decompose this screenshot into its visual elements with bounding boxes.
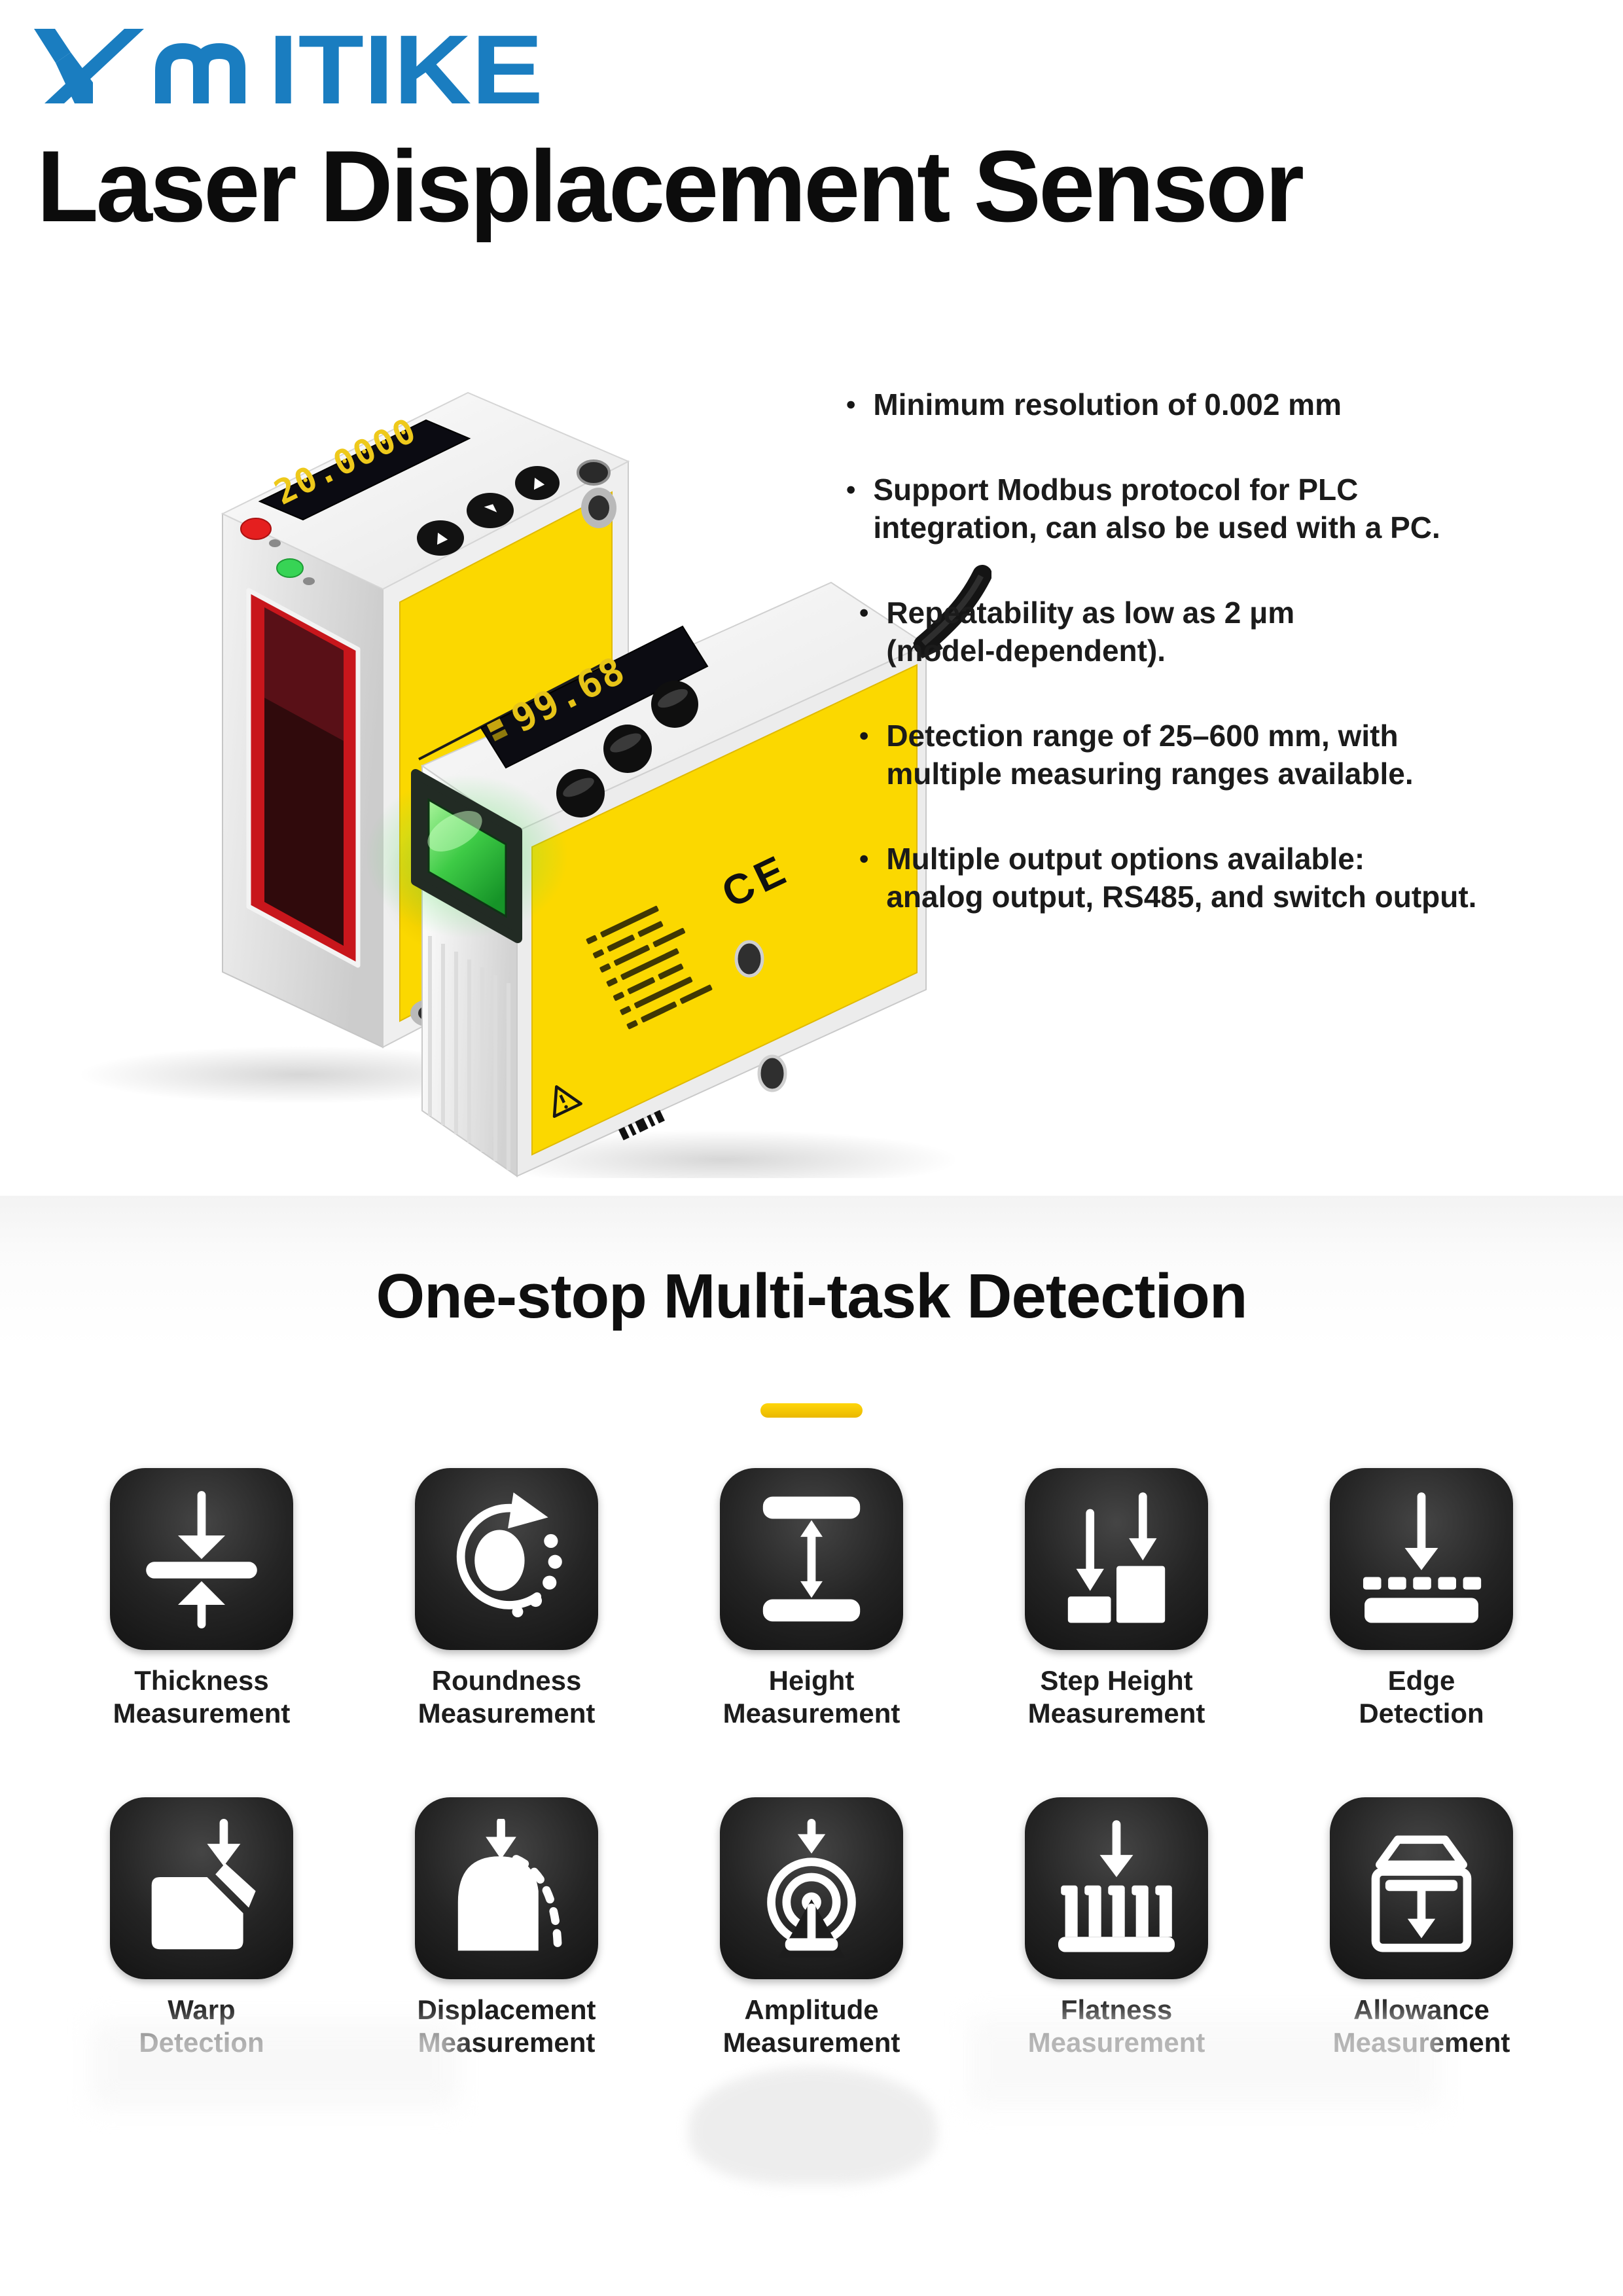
flatness-icon xyxy=(1058,1820,1175,1952)
feature-line: Repeatability as low as 2 μm xyxy=(886,595,1295,630)
bullet-icon: ● xyxy=(859,601,870,622)
faded-artifact xyxy=(688,2067,937,2185)
faded-artifact xyxy=(92,2022,458,2108)
feature-item: ● Detection range of 25–600 mm, with mul… xyxy=(846,717,1611,793)
laser-window-red xyxy=(246,588,361,968)
roundness-icon xyxy=(456,1492,562,1618)
feature-line: Detection range of 25–600 mm, with xyxy=(886,718,1399,753)
brand-monogram-icon xyxy=(34,29,144,103)
faded-artifact xyxy=(969,2016,1440,2108)
bullet-icon: ● xyxy=(859,725,870,745)
capability-cell: AllowanceMeasurement xyxy=(1330,1797,1513,2060)
feature-item: ● Support Modbus protocol for PLC integr… xyxy=(846,471,1611,547)
feature-line: (model-dependent). xyxy=(886,633,1166,668)
bullet-icon: ● xyxy=(846,478,857,499)
section-title: One-stop Multi-task Detection xyxy=(376,1261,1247,1331)
led-red xyxy=(240,518,272,540)
feature-line: analog output, RS485, and switch output. xyxy=(886,879,1477,914)
feature-line: integration, can also be used with a PC. xyxy=(873,510,1440,545)
capability-cell: WarpDetection xyxy=(110,1797,293,2060)
brand-letter-m xyxy=(155,43,245,103)
bullet-icon: ● xyxy=(846,394,857,414)
sensor-display-small xyxy=(480,625,709,769)
feature-list: ● Minimum resolution of 0.002 mm ● Suppo… xyxy=(846,386,1611,963)
feature-line: Multiple output options available: xyxy=(886,841,1365,876)
feature-item: ● Repeatability as low as 2 μm (model-de… xyxy=(846,594,1611,670)
feature-line: Support Modbus protocol for PLC xyxy=(873,472,1359,507)
feature-item: ● Multiple output options available: ana… xyxy=(846,840,1611,916)
barcode xyxy=(618,1109,665,1141)
product-illustration: 20.0000 xyxy=(79,391,991,1178)
edge-icon xyxy=(1363,1492,1482,1623)
sensor-shadow xyxy=(79,1046,524,1103)
warp-icon xyxy=(151,1818,256,1950)
thickness-icon xyxy=(146,1491,257,1628)
page-title: Laser Displacement Sensor xyxy=(37,130,1304,243)
sensor-buttons xyxy=(417,466,560,556)
brand-wordmark: ITIKE xyxy=(268,27,543,107)
allowance-icon xyxy=(1371,1835,1472,1952)
height-icon xyxy=(762,1496,861,1622)
ribbed-side xyxy=(428,936,510,1170)
sensor-display-large xyxy=(258,419,471,521)
sensor-buttons xyxy=(556,681,698,817)
feature-item: ● Minimum resolution of 0.002 mm xyxy=(846,386,1611,424)
feature-line: Minimum resolution of 0.002 mm xyxy=(873,387,1342,422)
brand-logo: ITIKE xyxy=(34,27,543,107)
small-sensor: CE 99.68 xyxy=(365,565,991,1177)
led-green xyxy=(276,558,304,578)
accent-underline xyxy=(760,1403,863,1418)
bullet-icon: ● xyxy=(859,848,870,868)
feature-line: multiple measuring ranges available. xyxy=(886,756,1414,791)
screw-hole xyxy=(734,940,787,1092)
small-sensor-label xyxy=(531,664,918,1156)
laser-warning-icon xyxy=(552,1085,582,1118)
sensor-shadow xyxy=(488,1130,959,1178)
displacement-icon xyxy=(457,1818,562,1955)
amplitude-icon xyxy=(767,1818,856,1958)
step-height-icon xyxy=(1067,1492,1166,1623)
